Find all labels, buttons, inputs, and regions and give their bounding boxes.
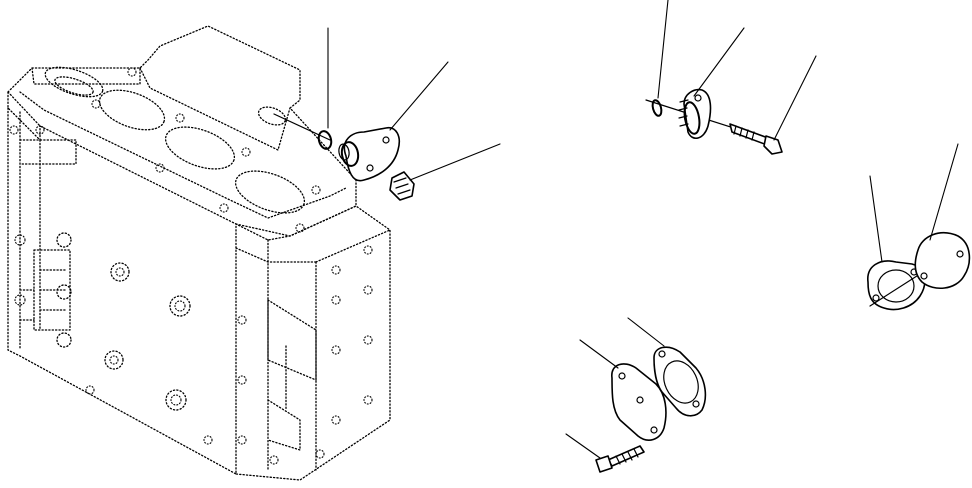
assembly-line-left [273, 113, 331, 141]
o-ring-small [651, 99, 663, 117]
assembly-line-right [869, 273, 921, 307]
bolt-upper [729, 123, 783, 155]
leader-bolt-upper [773, 55, 817, 141]
leader-o-ring-small [657, 0, 669, 99]
gasket-right [867, 260, 926, 311]
cylinder-block [7, 25, 391, 481]
leader-plug [409, 143, 501, 181]
leader-flange-connector [693, 27, 745, 97]
flange-connector [678, 88, 712, 139]
leader-gasket-bottom [627, 317, 665, 347]
plug [389, 171, 415, 201]
leader-cover-bottom [579, 339, 619, 369]
cover-right [914, 232, 971, 289]
o-ring [317, 130, 333, 150]
leader-gasket-right [869, 175, 883, 263]
bolt-bottom [595, 445, 645, 473]
water-inlet-flange [338, 126, 401, 182]
cover-bottom [611, 363, 667, 441]
leader-flange [389, 61, 449, 131]
leader-bolt-bottom [565, 433, 601, 459]
gasket-bottom [653, 346, 707, 417]
leader-cover-right [929, 143, 959, 241]
